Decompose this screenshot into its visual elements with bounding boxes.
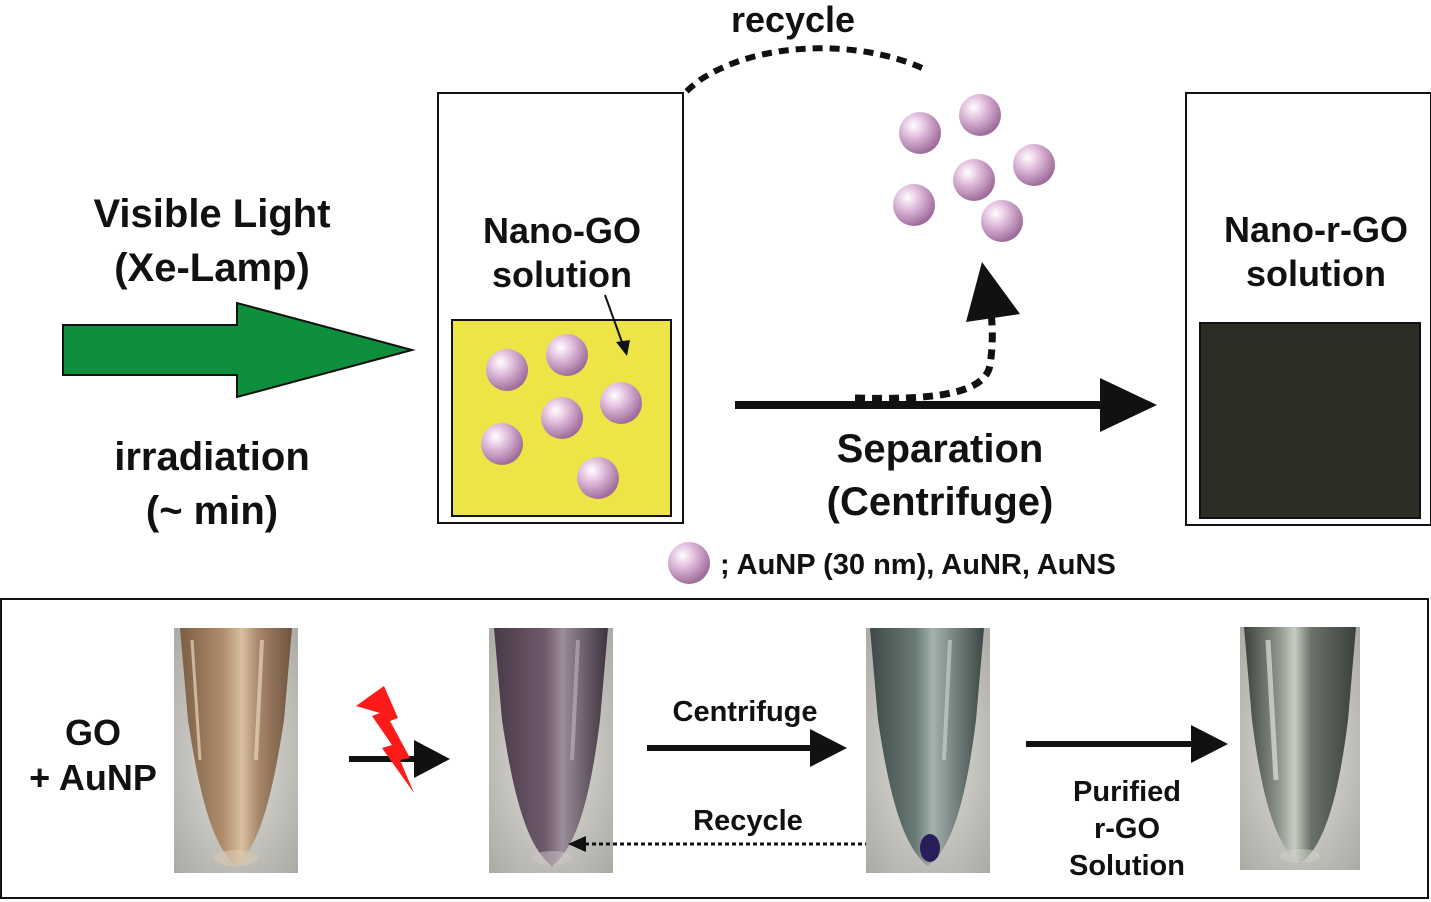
gold-nanoparticle [600, 382, 642, 424]
purified-arrowhead [1191, 725, 1228, 763]
purified-rgo-label: r-GO [1094, 813, 1160, 845]
irradiation-label: irradiation [114, 435, 310, 479]
gold-nanoparticle [981, 200, 1023, 242]
nano-go-solution-label: solution [492, 254, 632, 295]
legend-particle-icon [668, 542, 710, 584]
separation-dotted-branch [854, 304, 996, 402]
visible-light-label: Visible Light [93, 192, 330, 236]
pointer-line [604, 294, 624, 346]
separation-label: Separation [837, 427, 1044, 471]
gold-nanoparticle [953, 159, 995, 201]
gold-nanoparticle [1013, 144, 1055, 186]
tube-photo-go-aunp [174, 628, 298, 873]
separation-arrowhead [1100, 378, 1157, 432]
recycle-label: recycle [731, 0, 855, 40]
dark-solution [1199, 322, 1421, 519]
centrifuge-label: (Centrifuge) [827, 480, 1054, 524]
purified-solution-label: Solution [1069, 850, 1185, 882]
nano-rgo-label: Nano-r-GO [1224, 209, 1408, 250]
recycle-dotted-arrow [644, 45, 924, 179]
centrifuge-step-label: Centrifuge [673, 696, 818, 728]
xe-lamp-label: (Xe-Lamp) [114, 246, 310, 290]
tube-photo-purified [1240, 627, 1360, 870]
irradiation-arrowhead [414, 740, 450, 778]
gold-nanoparticle [899, 112, 941, 154]
recycle-small-arrowhead [568, 836, 586, 852]
nano-rgo-solution-label: solution [1246, 253, 1386, 294]
go-label: GO [65, 712, 121, 753]
gold-nanoparticle [577, 457, 619, 499]
gold-nanoparticle [481, 423, 523, 465]
tube-photo-centrifuged [866, 628, 990, 873]
gold-nanoparticle [959, 94, 1001, 136]
legend-text: ; AuNP (30 nm), AuNR, AuNS [720, 549, 1116, 581]
go-aunp-label: + AuNP [29, 757, 157, 798]
recycle-step-label: Recycle [693, 805, 803, 837]
gold-nanoparticle [486, 349, 528, 391]
tube-photo-irradiated [489, 628, 613, 873]
particles-in-go [481, 334, 642, 499]
gold-nanoparticle [541, 397, 583, 439]
centrifuge-arrowhead [810, 729, 847, 767]
purified-label: Purified [1073, 776, 1181, 808]
gold-nanoparticle [546, 334, 588, 376]
pointer-head [616, 340, 630, 356]
separated-particles [893, 94, 1055, 242]
light-green-arrow [62, 301, 416, 399]
lightning-icon [356, 686, 414, 793]
gold-nanoparticle [893, 184, 935, 226]
separation-dotted-arrowhead [966, 262, 1020, 322]
irradiation-time-label: (~ min) [146, 489, 278, 533]
nano-go-label: Nano-GO [483, 210, 641, 251]
